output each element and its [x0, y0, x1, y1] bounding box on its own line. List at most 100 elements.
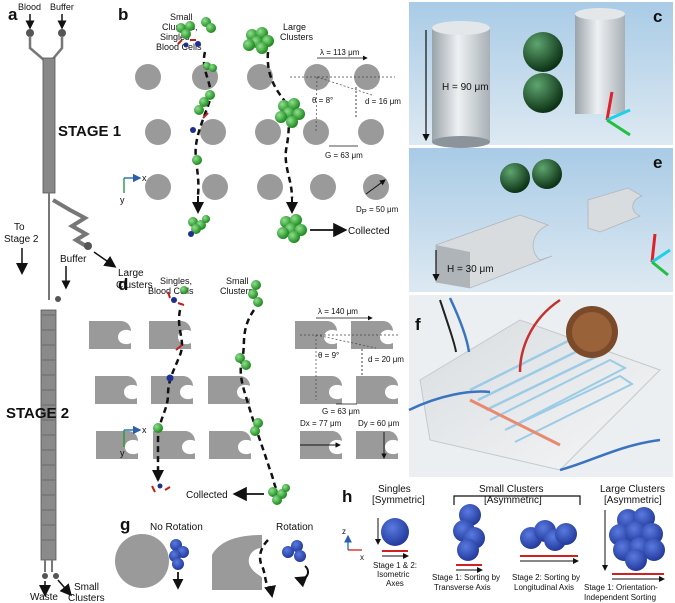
panel-letter-g: g [120, 515, 130, 534]
small-cluster-vertical [453, 504, 485, 561]
panel-d-lambda: λ = 140 μm [318, 307, 358, 316]
panel-h-large-2: [Asymmetric] [604, 495, 662, 506]
panel-c-height: H = 90 μm [442, 82, 489, 93]
panel-h-cap1-3: Axes [386, 579, 404, 588]
panel-b-collected-label: Collected [348, 226, 390, 237]
panel-letter-h: h [342, 487, 352, 506]
panel-g-rotation-label: Rotation [276, 522, 313, 533]
panel-letter-b: b [118, 5, 128, 24]
panel-d-G: G = 63 μm [322, 407, 360, 416]
panel-h-cap2-2: Transverse Axis [434, 583, 491, 592]
panel-b-label-small-1: Small [170, 12, 193, 22]
to-stage2-label-line2: Stage 2 [4, 234, 39, 245]
large-cluster-mid [275, 98, 305, 128]
small-clusters-label-line2: Clusters [68, 593, 105, 603]
panel-d-label-singles-1: Singles, [160, 276, 192, 286]
panel-d-theta: θ = 9° [318, 351, 339, 360]
panel-g-round-pillar [115, 534, 169, 588]
panel-h-singles-1: Singles [378, 484, 411, 495]
panel-b-Dp: D [356, 205, 362, 214]
panel-b-d: d = 16 μm [365, 97, 401, 106]
single-cell [381, 518, 409, 546]
round-pillar-array [135, 64, 389, 200]
large-cluster-sphere [609, 507, 665, 571]
panel-c: c H = 90 μm [409, 2, 673, 148]
panel-b-label-large-1: Large [283, 22, 306, 32]
panel-letter-d: d [118, 275, 128, 294]
panel-d-axis-x: x [142, 425, 147, 435]
panel-e-height: H = 30 μm [447, 264, 494, 275]
to-stage2-label-line1: To [14, 222, 25, 233]
inlet-blood-port [26, 29, 34, 37]
panel-b-Dp-label: DP = 50 μm [356, 205, 399, 216]
pillar-cylinder-left [432, 28, 490, 142]
pillar-cylinder-right [575, 14, 625, 114]
panel-g-no-rotation-label: No Rotation [150, 522, 203, 533]
large-clusters-label-line1: Large [118, 268, 144, 279]
panel-b-theta: θ = 8° [312, 96, 333, 105]
panel-letter-c: c [653, 7, 662, 26]
cell-sphere-left [500, 163, 530, 193]
panel-h: h Singles [Symmetric] Small Clusters [As… [342, 484, 665, 602]
panel-h-axis-z: z [342, 527, 346, 536]
buffer-label: Buffer [60, 254, 87, 265]
small-cluster-horizontal [520, 520, 577, 551]
panel-d-Dx: Dx = 77 μm [300, 419, 342, 428]
inlet-buffer-port [58, 29, 66, 37]
panel-h-large-1: Large Clusters [600, 484, 665, 495]
panel-h-small-2: [Asymmetric] [484, 495, 542, 506]
panel-h-cap1-1: Stage 1 & 2: [373, 561, 417, 570]
panel-b-axis-y: y [120, 195, 125, 205]
panel-d-label-small-2: Clusters [220, 286, 254, 296]
panel-d-label-small-1: Small [226, 276, 249, 286]
panel-b-Dp-sub: P [362, 207, 367, 216]
panel-h-cap4-1: Stage 1: Orientation- [584, 583, 658, 592]
inlet-blood-label: Blood [18, 2, 41, 12]
large-cluster-collected [277, 214, 307, 243]
panel-h-cap2-1: Stage 1: Sorting by [432, 573, 500, 582]
panel-b-G: G = 63 μm [325, 151, 363, 160]
large-cluster-top [243, 27, 274, 54]
cell-sphere-bottom [523, 73, 563, 113]
panel-h-cap4-2: Independent Sorting [584, 593, 656, 602]
panel-b-label-small-3: Singles, [160, 32, 192, 42]
small-clusters-label-line1: Small [74, 582, 99, 593]
panel-d-label-singles-2: Blood Cells [148, 286, 194, 296]
panel-e: e H = 30 μm [409, 148, 673, 292]
crescent-pillar-right [587, 187, 643, 233]
panel-h-cap3-2: Longitudinal Axis [514, 583, 574, 592]
stage1-channel [42, 57, 56, 194]
stage2-label: STAGE 2 [6, 405, 69, 422]
panel-d-collected-label: Collected [186, 490, 228, 501]
panel-d-axis-y: y [120, 448, 125, 458]
large-cluster-outlet-channel [51, 198, 90, 248]
inlet-buffer-label: Buffer [50, 2, 74, 12]
large-clusters-label-line2: Clusters [116, 280, 153, 291]
panel-d-d: d = 20 μm [368, 355, 404, 364]
panel-d: d Singles, Blood Cells Small Clusters Co… [89, 275, 404, 505]
panel-letter-a: a [8, 5, 18, 24]
panel-b-label-large-2: Clusters [280, 32, 314, 42]
panel-f: f [408, 295, 673, 477]
waste-label: Waste [30, 592, 58, 603]
panel-h-axis-x: x [360, 553, 364, 562]
stage1-label: STAGE 1 [58, 123, 121, 140]
panel-b-lambda: λ = 113 μm [320, 48, 360, 57]
panel-g-crescent-pillar [212, 535, 262, 590]
cell-sphere-right [532, 159, 562, 189]
panel-h-cap1-2: Isometric [377, 570, 409, 579]
panel-b: b Small Clusters, Singles, Blood Cells L… [118, 5, 401, 243]
panel-d-Dy: Dy = 60 μm [358, 419, 400, 428]
cell-sphere-top [523, 32, 563, 72]
panel-g: g No Rotation Rotation [115, 515, 313, 598]
panel-b-Dp-val: = 50 μm [367, 205, 399, 214]
panel-b-axis-x: x [142, 173, 147, 183]
panel-a: a Blood Buffer STAGE 1 Large Clusters To… [4, 2, 153, 603]
panel-h-small-1: Small Clusters [479, 484, 543, 495]
panel-b-label-small-4: Blood Cells [156, 42, 202, 52]
panel-h-singles-2: [Symmetric] [372, 495, 425, 506]
panel-letter-f: f [415, 315, 421, 334]
panel-h-cap3-1: Stage 2: Sorting by [512, 573, 580, 582]
panel-letter-e: e [653, 153, 662, 172]
